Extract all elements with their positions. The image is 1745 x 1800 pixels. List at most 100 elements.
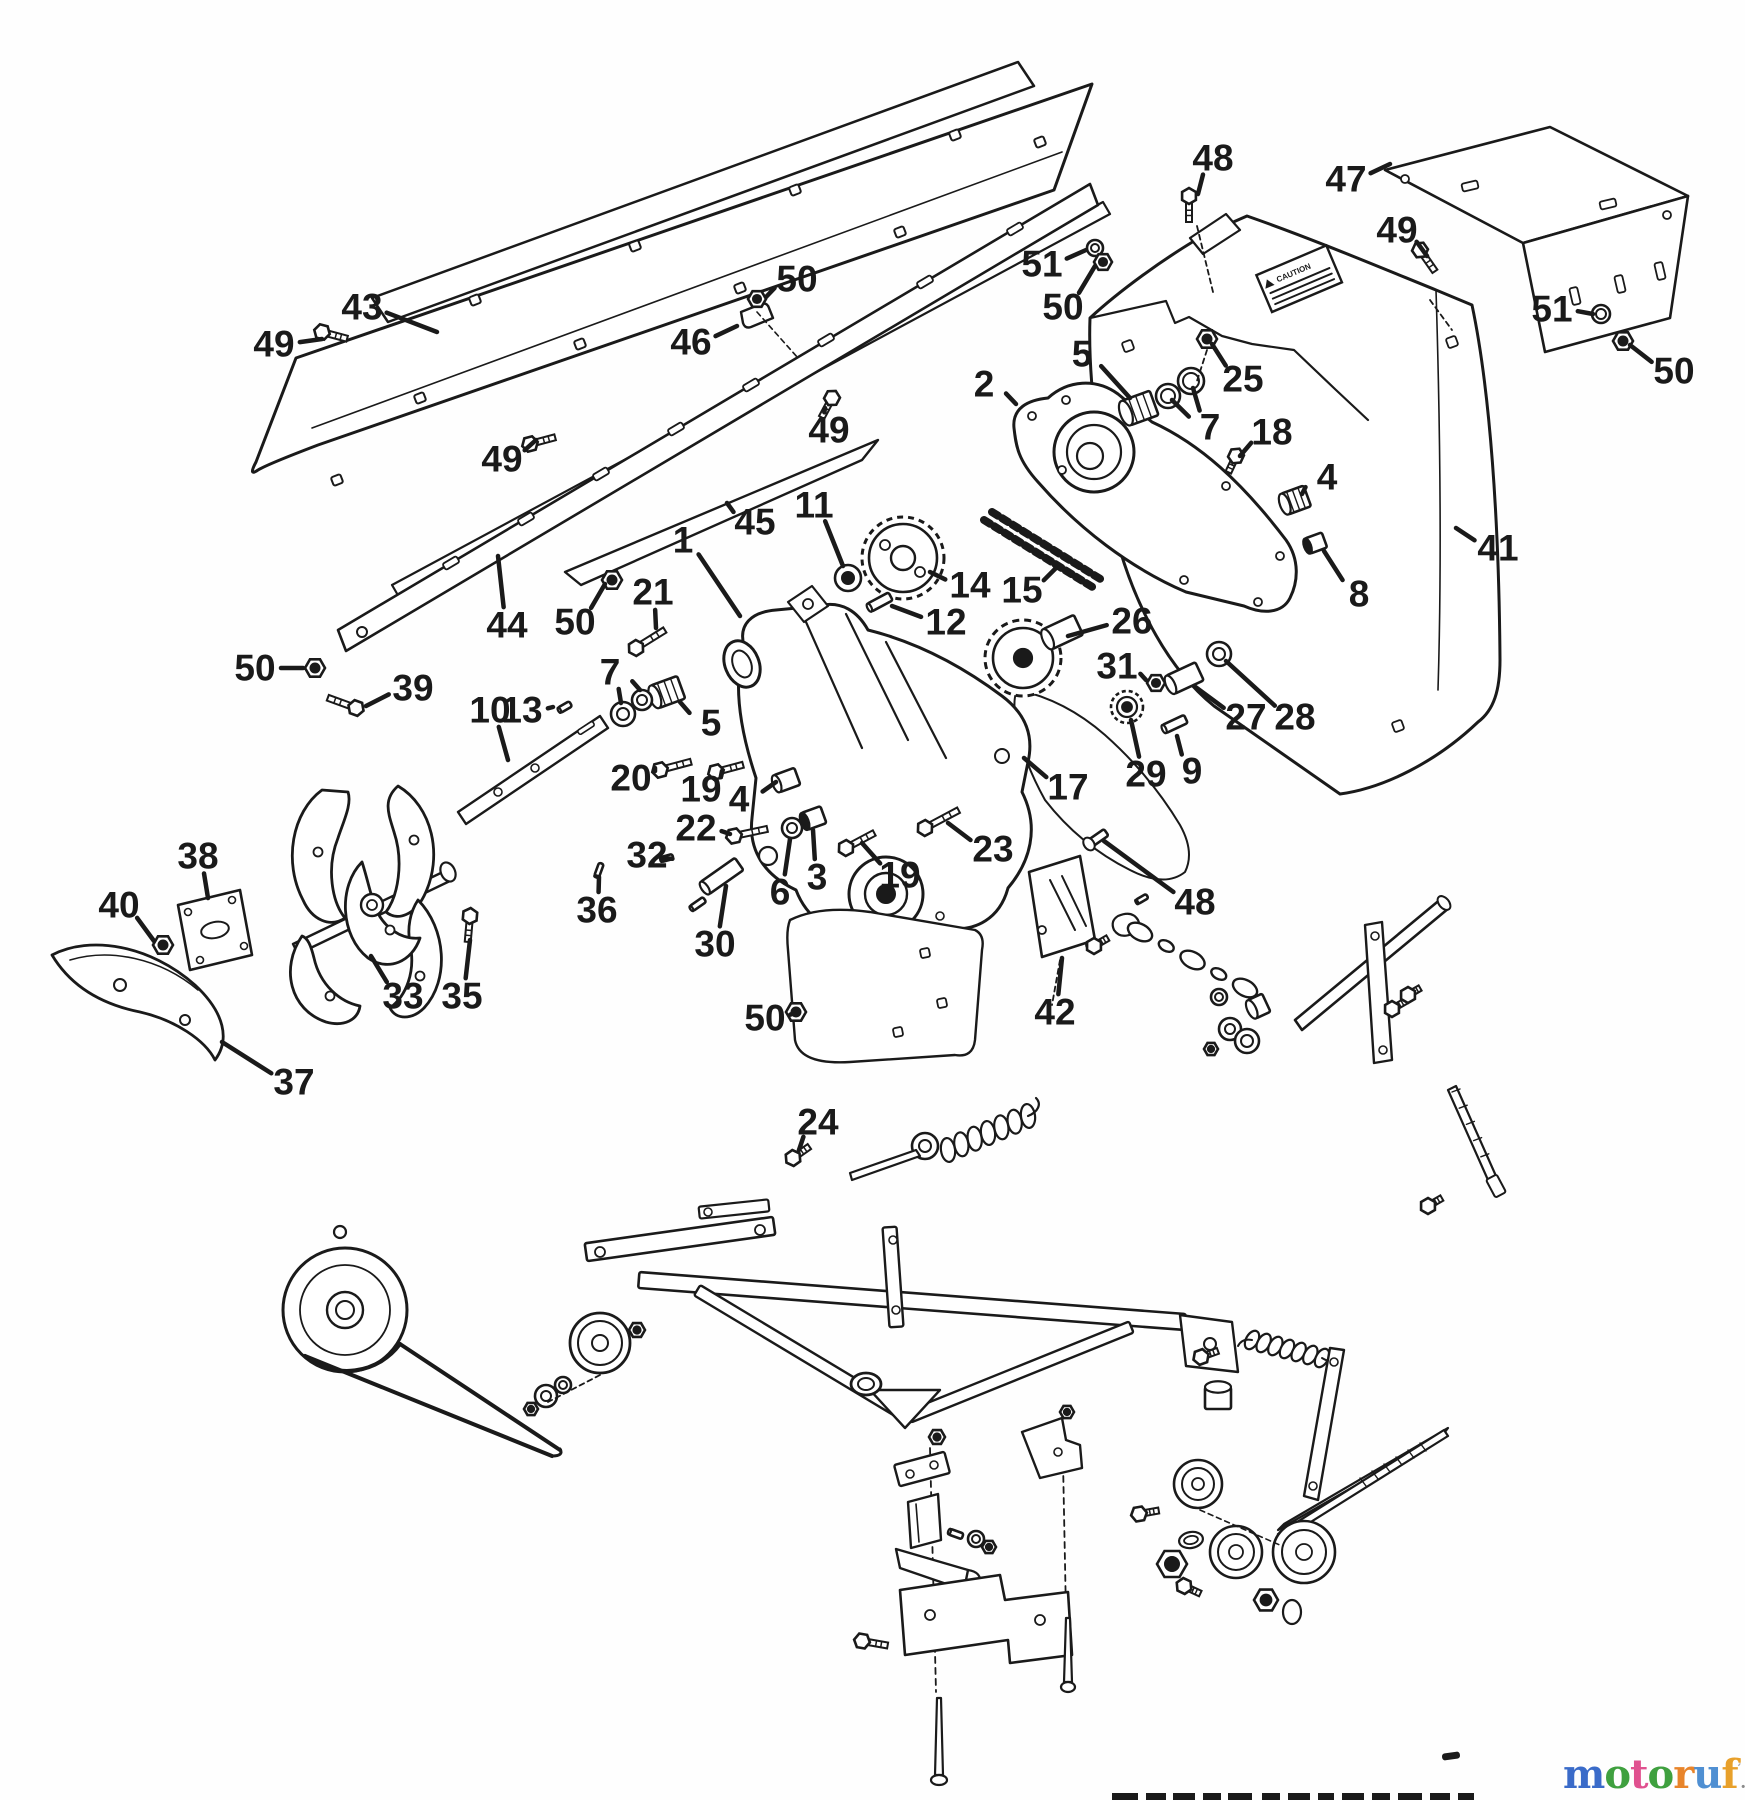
callout-28: 28 <box>1274 697 1315 738</box>
callout-43: 43 <box>341 287 382 328</box>
callout-50: 50 <box>1042 287 1083 328</box>
callout-leader-39 <box>363 692 391 709</box>
callout-leader-37 <box>219 1039 274 1076</box>
callout-leader-33 <box>368 953 390 985</box>
callout-26: 26 <box>1111 601 1152 642</box>
callout-38: 38 <box>177 836 218 877</box>
callout-leader-49 <box>1414 239 1430 259</box>
drive-parts <box>833 508 1233 735</box>
logo-letter-m: m <box>1563 1751 1605 1798</box>
callout-50: 50 <box>1653 351 1694 392</box>
logo-letter-o: o <box>1647 1751 1675 1798</box>
callout-leader-15 <box>1041 565 1059 583</box>
hitch-lift-assembly <box>1027 828 1507 1216</box>
top-panel-47 <box>1383 125 1690 354</box>
callout-30: 30 <box>694 924 735 965</box>
callout-44: 44 <box>486 605 528 646</box>
callout-25: 25 <box>1222 359 1263 400</box>
callout-10: 10 <box>469 690 510 731</box>
callout-4: 4 <box>1317 457 1338 498</box>
callout-7: 7 <box>600 652 621 693</box>
callout-3: 3 <box>807 857 828 898</box>
callout-leader-31 <box>1138 671 1149 683</box>
callout-leader-19 <box>859 840 883 866</box>
callout-45: 45 <box>734 502 775 543</box>
callout-leader-4 <box>1299 484 1308 497</box>
callout-19: 19 <box>879 855 920 896</box>
deflector-flap <box>784 908 984 1064</box>
callout-51: 51 <box>1021 244 1062 285</box>
callout-leader-7 <box>630 679 643 693</box>
callout-15: 15 <box>1001 570 1042 611</box>
callout-leader-8 <box>1321 548 1345 583</box>
callout-leader-7 <box>616 686 624 706</box>
callout-leader-5 <box>1098 363 1133 401</box>
callout-leader-27 <box>1191 683 1226 711</box>
callout-40: 40 <box>98 885 139 926</box>
callout-11: 11 <box>794 485 833 526</box>
callout-leader-12 <box>889 603 924 620</box>
tine-assembly <box>50 784 479 1062</box>
callout-leader-28 <box>1223 658 1278 708</box>
callout-leader-2 <box>1003 391 1019 407</box>
callout-51: 51 <box>1531 289 1572 330</box>
callout-27: 27 <box>1225 697 1266 738</box>
cover-plate <box>1012 381 1298 613</box>
callout-leader-6 <box>782 836 793 877</box>
callout-22: 22 <box>675 808 716 849</box>
callout-leader-1 <box>696 552 743 619</box>
callout-leader-4 <box>760 779 779 794</box>
callout-50: 50 <box>234 648 275 689</box>
callout-leader-9 <box>1174 733 1185 757</box>
callout-32: 32 <box>626 835 667 876</box>
callout-leader-48 <box>1101 838 1176 895</box>
callout-leader-7 <box>1169 397 1192 419</box>
callout-leader-50 <box>1076 263 1098 296</box>
callout-49: 49 <box>808 410 849 451</box>
hitch-frame <box>522 1198 1240 1693</box>
callout-leader-51 <box>1575 308 1596 317</box>
callout-leader-49 <box>522 437 539 453</box>
callout-49: 49 <box>1376 210 1417 251</box>
logo-tick: ′ <box>1737 1762 1742 1778</box>
logo-letter-f: f <box>1721 1751 1738 1798</box>
gearbox-housing <box>722 584 1033 934</box>
callout-19: 19 <box>680 769 721 810</box>
callout-4: 4 <box>729 779 750 820</box>
callout-46: 46 <box>670 322 711 363</box>
callout-leader-50 <box>763 285 777 300</box>
callout-8: 8 <box>1349 574 1370 615</box>
callout-31: 31 <box>1096 646 1137 687</box>
callout-33: 33 <box>382 976 423 1017</box>
callout-leader-48 <box>1195 172 1206 197</box>
caption-letter-tops <box>1112 1793 1474 1800</box>
callout-leader-50 <box>1627 342 1654 365</box>
callout-41: 41 <box>1477 528 1518 569</box>
callout-18: 18 <box>1251 412 1292 453</box>
shield-assembly <box>251 60 1112 653</box>
callout-35: 35 <box>441 976 482 1017</box>
callout-49: 49 <box>253 324 294 365</box>
callout-leader-49 <box>297 336 325 345</box>
logo-letter-r: r <box>1673 1751 1694 1798</box>
callout-leader-21 <box>652 607 659 631</box>
callout-50: 50 <box>554 602 595 643</box>
callout-leader-14 <box>927 569 948 582</box>
callout-leader-50 <box>588 581 608 611</box>
logo-letter-t: t <box>1630 1751 1649 1798</box>
callout-12: 12 <box>925 602 966 643</box>
callout-leader-41 <box>1453 525 1477 543</box>
callout-9: 9 <box>1182 751 1203 792</box>
callout-48: 48 <box>1174 882 1215 923</box>
callout-1: 1 <box>673 520 694 561</box>
callout-leader-47 <box>1368 161 1393 176</box>
callout-42: 42 <box>1034 992 1075 1033</box>
callout-leader-24 <box>796 1134 806 1153</box>
callout-leader-10 <box>496 724 511 763</box>
callout-7: 7 <box>1200 407 1221 448</box>
callout-37: 37 <box>273 1062 314 1103</box>
callout-leader-30 <box>717 883 729 929</box>
drive-pulley-belt <box>281 1224 563 1458</box>
